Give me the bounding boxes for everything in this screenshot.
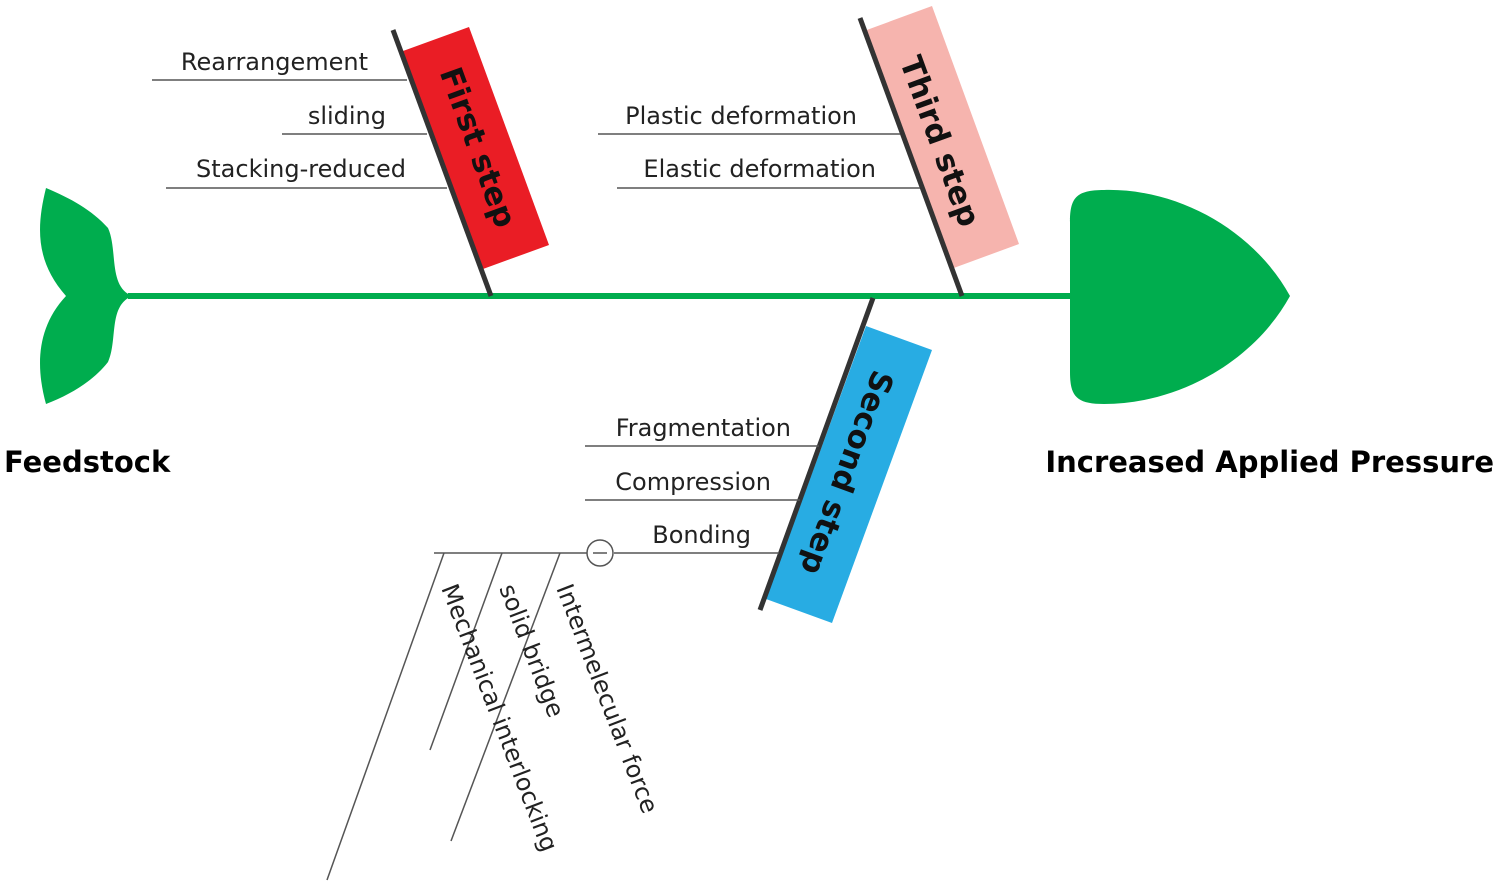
third-step-rib <box>857 17 965 297</box>
cause-label-fragmentation: Fragmentation <box>616 414 791 442</box>
fish-tail <box>40 188 132 404</box>
cause-label-elastic-deformation: Elastic deformation <box>643 155 876 183</box>
first-step-box <box>403 27 549 269</box>
fish-head <box>1070 189 1290 404</box>
cause-label-plastic-deformation: Plastic deformation <box>625 102 857 130</box>
cause-label-bonding: Bonding <box>652 521 751 549</box>
second-step-rib <box>757 297 876 611</box>
subcause-label-intermolecular-force: Intermelecular force <box>550 580 663 817</box>
subcause-leader <box>326 552 445 881</box>
cause-label-rearrangement: Rearrangement <box>181 48 368 76</box>
first-step-rib <box>390 29 494 297</box>
subcause-leader <box>450 552 561 842</box>
second-step-box <box>766 326 932 623</box>
cause-label-compression: Compression <box>615 468 771 496</box>
cause-label-sliding: sliding <box>308 102 386 130</box>
collapse-toggle-bonding[interactable] <box>586 539 614 567</box>
cause-label-stacking-reduced: Stacking-reduced <box>196 155 406 183</box>
third-step-box <box>864 6 1019 269</box>
tail-label: Feedstock <box>4 445 171 479</box>
head-label: Increased Applied Pressure <box>1045 445 1494 479</box>
subcause-leader <box>429 552 503 751</box>
